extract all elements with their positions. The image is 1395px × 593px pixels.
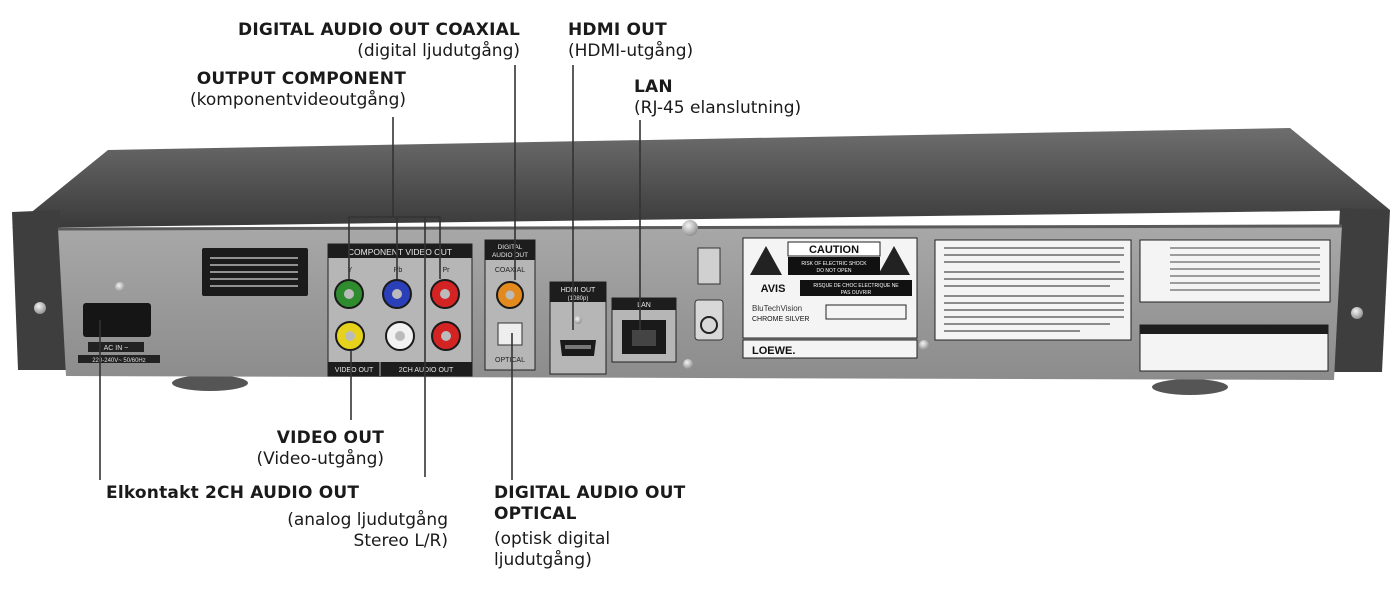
jack-video-out — [335, 321, 365, 351]
callout-analog-audio-sub1: (analog ljudutgång — [287, 510, 448, 530]
callout-video-out: VIDEO OUT (Video-utgång) — [230, 428, 384, 470]
callout-lan: LAN (RJ-45 elanslutning) — [634, 77, 801, 119]
coaxial-label: COAXIAL — [495, 267, 525, 274]
warning-label — [1139, 239, 1331, 303]
jack-coaxial — [496, 281, 524, 309]
callout-analog-audio-sub2: Stereo L/R) — [353, 531, 448, 551]
callout-video-out-sub: (Video-utgång) — [256, 449, 384, 469]
callout-hdmi-out: HDMI OUT (HDMI-utgång) — [568, 20, 693, 62]
jack-audio-right — [431, 321, 461, 351]
screw — [683, 359, 693, 369]
y-label: Y — [348, 267, 353, 274]
avis-sub1: RISQUE DE CHOC ELECTRIQUE NE — [813, 283, 899, 289]
top-cover — [12, 128, 1390, 228]
callout-digital-optical-title1: DIGITAL AUDIO OUT — [494, 483, 686, 503]
callout-power-audio: Elkontakt 2CH AUDIO OUT — [106, 483, 359, 504]
loewe-text-strip: LOEWE. — [752, 345, 795, 357]
audio-out-small-label: AUDIO OUT — [492, 252, 528, 259]
screw — [682, 220, 698, 236]
caution-sub2: DO NOT OPEN — [817, 268, 852, 274]
callout-output-component-title: OUTPUT COMPONENT — [196, 69, 406, 89]
callout-digital-optical: DIGITAL AUDIO OUT OPTICAL (optisk digita… — [494, 483, 685, 571]
jack-audio-left — [385, 321, 415, 351]
brand-model-text: BluTechVision — [752, 304, 802, 313]
pb-label: Pb — [394, 267, 403, 274]
callout-output-component: OUTPUT COMPONENT (komponentvideoutgång) — [170, 69, 406, 111]
avis-sub2: PAS OUVRIR — [841, 290, 872, 296]
caution-sub1: RISK OF ELECTRIC SHOCK — [801, 261, 867, 267]
model-name-text: CHROME SILVER — [752, 316, 809, 323]
hdmi-out-label: HDMI OUT — [561, 287, 596, 294]
hdmi-sub-label: (1080p) — [568, 296, 589, 302]
caution-text: CAUTION — [809, 244, 859, 256]
jack-component-pr — [430, 279, 460, 309]
callout-analog-audio: (analog ljudutgång Stereo L/R) — [270, 510, 448, 552]
callout-video-out-title: VIDEO OUT — [276, 428, 384, 448]
digital-label: DIGITAL — [498, 244, 523, 251]
component-video-out-label: COMPONENT VIDEO OUT — [348, 247, 452, 257]
video-out-label: VIDEO OUT — [335, 367, 374, 374]
callout-digital-optical-title2: OPTICAL — [494, 504, 577, 524]
callout-lan-sub: (RJ-45 elanslutning) — [634, 98, 802, 118]
callout-digital-coaxial: DIGITAL AUDIO OUT COAXIAL (digital ljudu… — [236, 20, 520, 62]
leader-lines — [99, 65, 641, 480]
side-ear-left — [12, 210, 66, 370]
optical-label: OPTICAL — [495, 357, 525, 364]
ch-audio-out-label: 2CH AUDIO OUT — [399, 367, 454, 374]
lan-label: LAN — [637, 302, 651, 309]
ac-in-label: AC IN ~ — [104, 345, 129, 352]
callout-digital-coaxial-title: DIGITAL AUDIO OUT COAXIAL — [238, 20, 520, 40]
screw — [115, 282, 125, 292]
callout-digital-optical-sub1: (optisk digital — [494, 529, 611, 549]
voltage-label: 220-240V~ 50/60Hz — [92, 358, 146, 364]
screw — [34, 302, 46, 314]
callout-hdmi-out-sub: (HDMI-utgång) — [568, 41, 694, 61]
screw — [1351, 307, 1363, 319]
screw — [919, 340, 929, 350]
callout-digital-optical-sub2: ljudutgång) — [494, 550, 592, 570]
patents-label — [934, 239, 1132, 341]
side-ear-right — [1332, 208, 1390, 372]
foot-right — [1152, 379, 1228, 395]
jack-component-y — [334, 279, 364, 309]
dolby-badge — [697, 247, 721, 285]
callout-digital-coaxial-sub: (digital ljudutgång) — [357, 41, 520, 61]
callout-power-audio-title: Elkontakt 2CH AUDIO OUT — [106, 483, 360, 503]
foot-left — [172, 375, 248, 391]
callout-output-component-sub: (komponentvideoutgång) — [190, 90, 406, 110]
optical-port — [497, 322, 523, 346]
pr-label: Pr — [443, 267, 451, 274]
callout-lan-title: LAN — [634, 77, 673, 97]
av-jack-plate — [327, 243, 473, 377]
avis-text: AVIS — [761, 283, 786, 295]
jack-component-pb — [382, 279, 412, 309]
ac-inlet — [83, 303, 151, 337]
callout-hdmi-out-title: HDMI OUT — [568, 20, 667, 40]
